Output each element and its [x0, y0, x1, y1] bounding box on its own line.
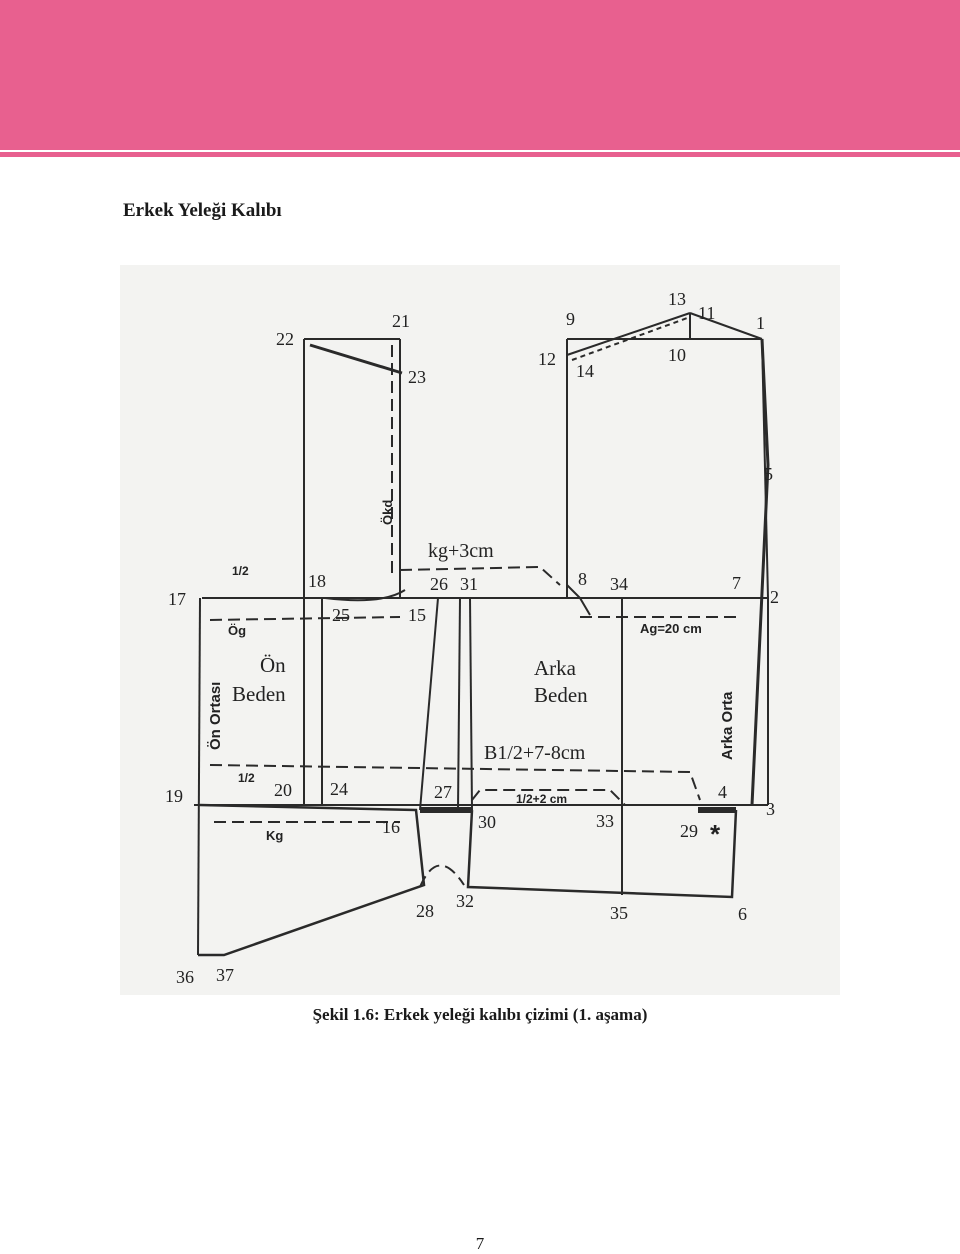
point-6: 6 [738, 904, 747, 924]
label-b-formula: B1/2+7-8cm [484, 742, 586, 764]
point-30: 30 [478, 812, 496, 832]
label-beden-back: Beden [534, 683, 588, 707]
point-24: 24 [330, 779, 348, 799]
header-band [0, 0, 960, 150]
point-37: 37 [216, 965, 234, 985]
point-29: 29 [680, 821, 698, 841]
point-3: 3 [766, 799, 775, 819]
point-20: 20 [274, 780, 292, 800]
label-kg: Kg [266, 828, 283, 843]
point-11: 11 [698, 303, 715, 323]
label-og: Ög [228, 623, 246, 638]
point-23: 23 [408, 367, 426, 387]
point-32: 32 [456, 891, 474, 911]
point-13: 13 [668, 289, 686, 309]
point-22: 22 [276, 329, 294, 349]
point-26: 26 [430, 574, 448, 594]
point-labels: 1 2 3 4 5 6 7 8 9 10 11 12 13 14 15 16 1… [165, 289, 779, 987]
label-on-ortasi: Ön Ortası [207, 682, 224, 750]
header-rule [0, 152, 960, 157]
figure-caption: Şekil 1.6: Erkek yeleği kalıbı çizimi (1… [312, 1005, 648, 1024]
point-9: 9 [566, 309, 575, 329]
point-19: 19 [165, 786, 183, 806]
point-16: 16 [382, 817, 400, 837]
point-25: 25 [332, 605, 350, 625]
point-33: 33 [596, 811, 614, 831]
point-17: 17 [168, 589, 186, 609]
point-10: 10 [668, 345, 686, 365]
point-27: 27 [434, 782, 452, 802]
point-15: 15 [408, 605, 426, 625]
point-4: 4 [718, 782, 727, 802]
label-on: Ön [260, 653, 286, 677]
label-beden-front: Beden [232, 682, 286, 706]
point-28: 28 [416, 901, 434, 921]
point-1: 1 [756, 313, 765, 333]
label-arka-orta: Arka Orta [719, 691, 736, 760]
page-title: Erkek Yeleği Kalıbı [123, 200, 282, 221]
label-star: * [710, 819, 721, 849]
point-12: 12 [538, 349, 556, 369]
figure-background [120, 265, 840, 995]
point-35: 35 [610, 903, 628, 923]
measurement-lines [209, 345, 740, 888]
point-2: 2 [770, 587, 779, 607]
label-ag: Ag=20 cm [640, 621, 702, 636]
point-36: 36 [176, 967, 194, 987]
point-21: 21 [392, 311, 410, 331]
label-arka: Arka [534, 656, 577, 680]
point-14: 14 [576, 361, 594, 381]
label-half-top: 1/2 [232, 564, 249, 578]
pattern-lines [194, 312, 770, 957]
point-34: 34 [610, 574, 628, 594]
point-5: 5 [764, 464, 773, 484]
annotation-labels: kg+3cm Ökd 1/2 Ög Ag=20 cm Ön Beden Arka… [207, 500, 736, 849]
pattern-drawing: 1 2 3 4 5 6 7 8 9 10 11 12 13 14 15 16 1… [120, 265, 840, 995]
point-18: 18 [308, 571, 326, 591]
point-31: 31 [460, 574, 478, 594]
label-half2: 1/2+2 cm [516, 792, 567, 806]
label-kg3: kg+3cm [428, 540, 494, 562]
page-number: 7 [475, 1234, 485, 1253]
point-7: 7 [732, 573, 741, 593]
label-half-bottom: 1/2 [238, 771, 255, 785]
point-8: 8 [578, 569, 587, 589]
pattern-figure: 1 2 3 4 5 6 7 8 9 10 11 12 13 14 15 16 1… [120, 265, 840, 995]
label-okd: Ökd [380, 500, 395, 525]
